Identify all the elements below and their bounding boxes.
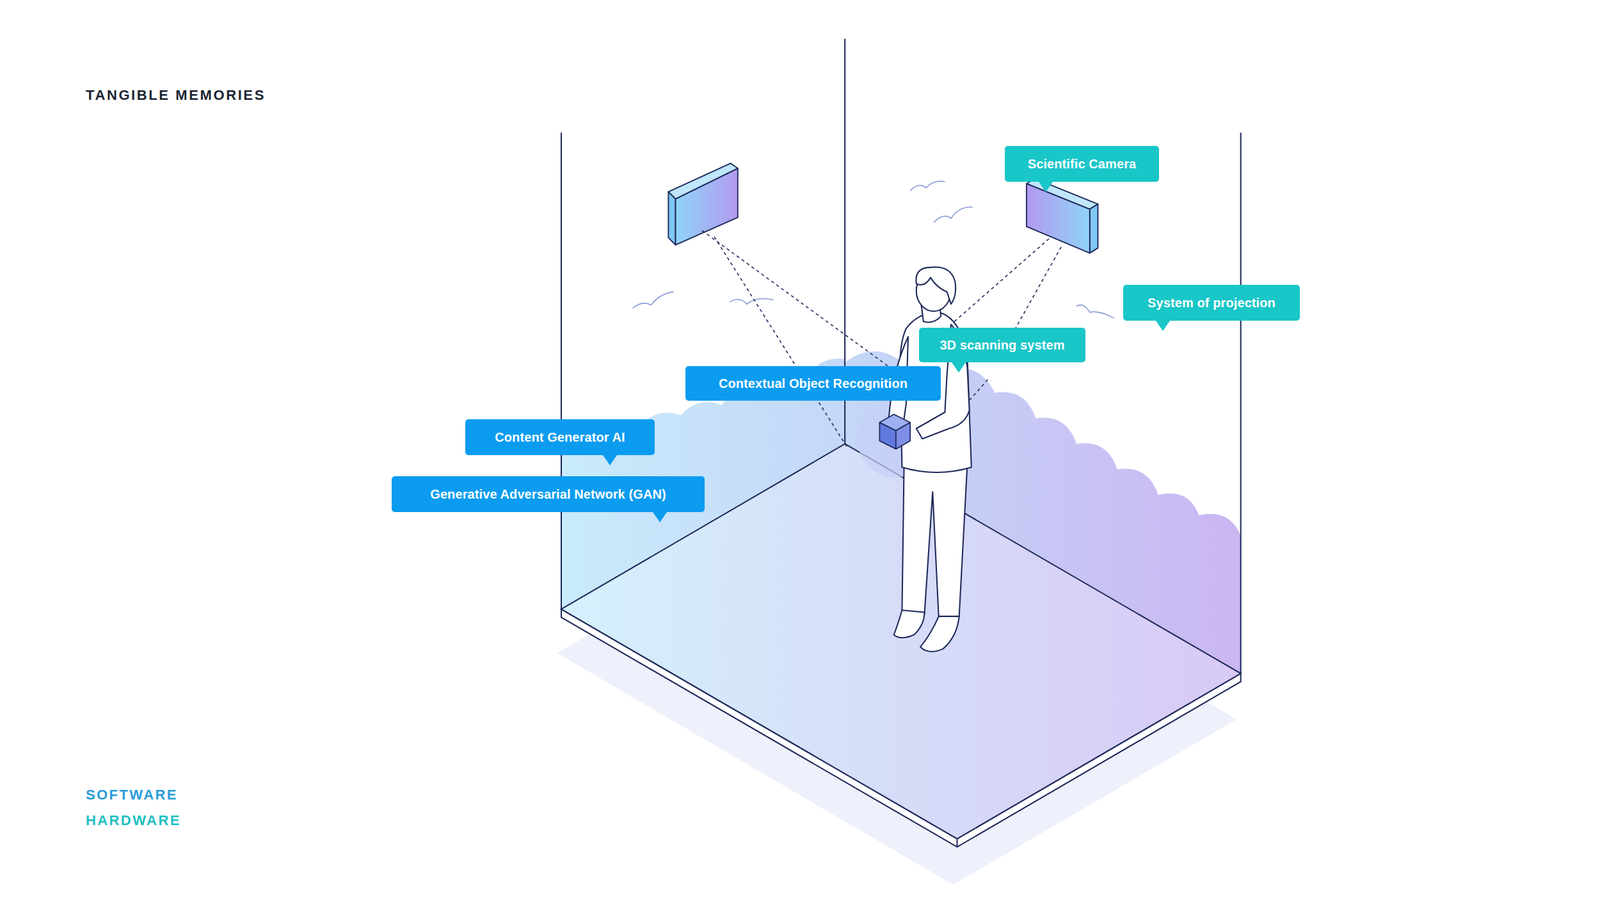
callout-label: 3D scanning system xyxy=(919,327,1086,363)
wall-edge xyxy=(1240,132,1242,674)
legend-entry: SOFTWARE xyxy=(85,782,182,808)
callout-label: System of projection xyxy=(1123,284,1300,321)
callout-text: Scientific Camera xyxy=(1027,156,1137,172)
person xyxy=(887,266,972,652)
callout-label: Content Generator AI xyxy=(465,419,655,456)
callout-text: System of projection xyxy=(1147,295,1276,311)
callout-label: Contextual Object Recognition xyxy=(685,366,941,401)
projector-device xyxy=(668,163,738,246)
memory-cube xyxy=(879,414,911,449)
floor-corner xyxy=(956,838,958,847)
legend-text: HARDWARE xyxy=(85,812,182,829)
callout-label: Scientific Camera xyxy=(1004,145,1160,182)
callout-label: Generative Adversarial Network (GAN) xyxy=(391,476,705,512)
callout-text: Content Generator AI xyxy=(494,430,626,445)
page-title: TANGIBLE MEMORIES xyxy=(85,87,266,104)
wall-edge xyxy=(560,132,562,609)
callout-text: Contextual Object Recognition xyxy=(718,376,908,392)
legend: SOFTWARE HARDWARE xyxy=(85,782,182,834)
legend-entry: HARDWARE xyxy=(85,807,182,834)
callout-text: Generative Adversarial Network (GAN) xyxy=(430,487,667,502)
camera-device xyxy=(1026,178,1099,253)
legend-text: SOFTWARE xyxy=(85,786,178,803)
callout-text: 3D scanning system xyxy=(939,337,1065,353)
